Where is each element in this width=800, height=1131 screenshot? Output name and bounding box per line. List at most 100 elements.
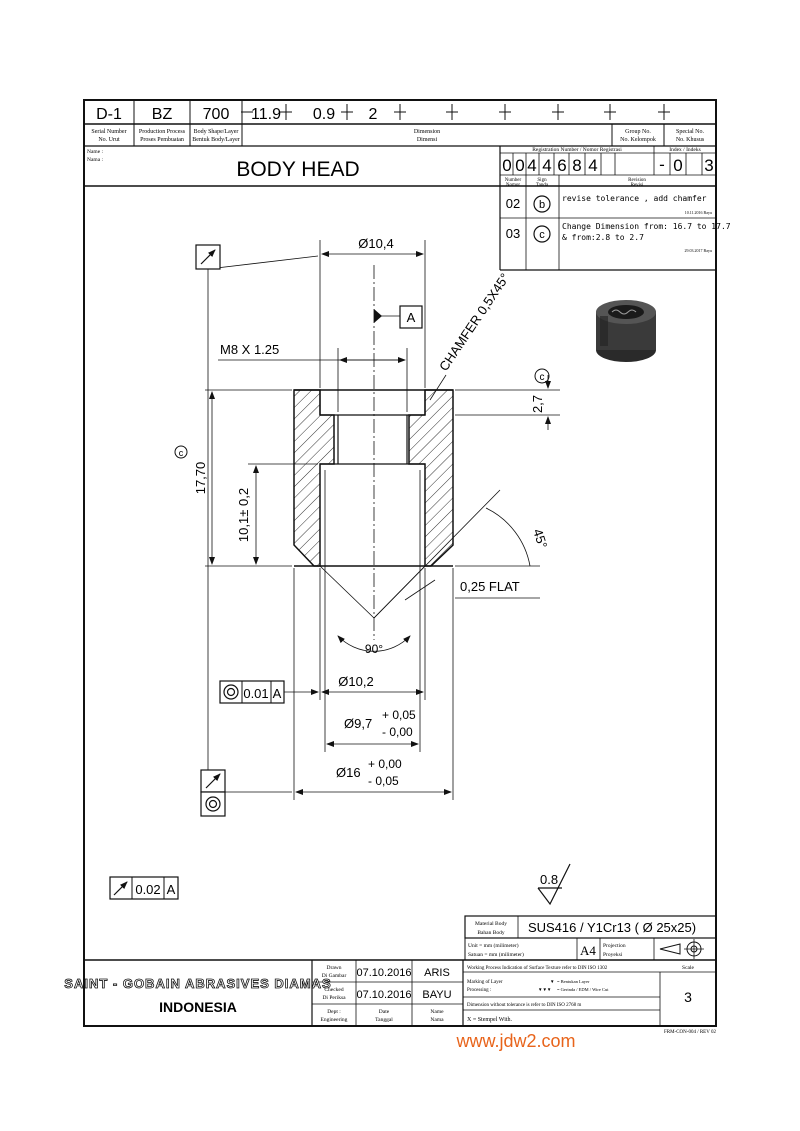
header-cell-dim-2: 0.9 xyxy=(313,106,335,123)
title-block xyxy=(84,915,717,1026)
part-cross-section xyxy=(293,265,501,640)
process-label-id: Proses Pembuatan xyxy=(140,137,184,143)
critical-circle xyxy=(174,445,188,459)
name-label: Name xyxy=(430,1009,444,1015)
runout-symbol-top xyxy=(195,244,221,270)
projection-label: Projection xyxy=(603,943,626,949)
registration-block: Registration Number / Nomor Registrasi I… xyxy=(499,146,731,271)
date-label: Date xyxy=(379,1009,390,1015)
runout-symbol-bottom xyxy=(200,769,226,817)
dim-diameter-16: Ø16 xyxy=(336,765,361,780)
scale-label: Scale xyxy=(682,965,694,971)
number-label: Number xyxy=(505,178,522,183)
revision-text: Change Dimension from: 16.7 to 17.7 xyxy=(562,222,731,231)
marking-value: = Bentukan Layer xyxy=(557,979,590,984)
critical-mark: c xyxy=(540,372,545,383)
runout-frame xyxy=(109,876,179,900)
chamfer-note: CHAMFER 0,5X45° xyxy=(436,271,512,374)
special-label-id: No. Khusus xyxy=(676,137,705,143)
registration-label: Registration Number / Nomor Registrasi xyxy=(532,147,622,153)
checked-label: Checked xyxy=(324,987,343,993)
surface-roughness-symbol xyxy=(537,863,571,906)
index-digit: 0 xyxy=(673,156,682,175)
index-digit: 3 xyxy=(704,156,713,175)
critical-circle xyxy=(534,368,550,384)
marking-label-id: Processing : xyxy=(467,988,491,993)
tolerance-note: Dimension without tolerance is refer to … xyxy=(467,1003,581,1008)
runout-datum: A xyxy=(167,882,176,897)
revision-sign: c xyxy=(539,229,545,241)
dim-total-height: 17,70 xyxy=(193,462,208,495)
unit-label: Unit = mm (milimeter) xyxy=(468,942,519,949)
sign-label: Sign xyxy=(537,178,547,183)
dim-flat: 0,25 FLAT xyxy=(460,579,520,594)
concentricity-value: 0.01 xyxy=(243,686,268,701)
revision-date: 10.11.2016 Bayu xyxy=(685,210,712,215)
dept-value: Engineering xyxy=(321,1017,348,1023)
dim-angle-45: 45° xyxy=(530,527,550,550)
revision-number: 02 xyxy=(506,196,520,211)
paper-size: A4 xyxy=(580,943,596,958)
projection-label-id: Proyeksi xyxy=(603,952,623,958)
header-band: D-1 BZ 700 11.9 0.9 2 Serial Number No. … xyxy=(84,100,731,271)
shape-label-id: Bentuk Body/Layer xyxy=(192,137,240,143)
group-label-id: No. Kelompok xyxy=(620,137,656,143)
scale-value: 3 xyxy=(684,989,692,1005)
process-label: Production Process xyxy=(139,129,186,135)
marking-symbol: ▼▼▼ xyxy=(538,987,551,992)
group-label: Group No. xyxy=(625,129,651,135)
checked-label-id: Di Periksa xyxy=(322,995,346,1001)
marking-label: Marking of Layer xyxy=(467,980,503,985)
stamp-note: X = Stempel With. xyxy=(467,1017,513,1023)
shape-label: Body Shape/Layer xyxy=(194,129,239,135)
revision-text: & from:2.8 to 2.7 xyxy=(562,233,644,242)
dimension-lines xyxy=(205,240,560,800)
dim-angle-90: 90° xyxy=(365,642,383,656)
checked-date: 07.10.2016 xyxy=(356,989,411,1001)
dept-label: Dept : xyxy=(327,1009,341,1015)
tol-diameter-16-minus: - 0,05 xyxy=(368,774,399,788)
revision-text: revise tolerance , add chamfer xyxy=(562,194,707,203)
page-title: BODY HEAD xyxy=(236,158,359,181)
datum-box xyxy=(399,305,423,329)
company-logo-text: SAINT - GOBAIN ABRASIVES DIAMAS xyxy=(64,976,331,991)
watermark-url[interactable]: www.jdw2.com xyxy=(455,1031,575,1051)
index-digit: - xyxy=(659,155,665,174)
material-value: SUS416 / Y1Cr13 ( Ø 25x25) xyxy=(528,920,696,935)
registration-digit: 0 xyxy=(502,156,511,175)
name-label-id: Nama : xyxy=(87,157,104,163)
revision-sign-circle xyxy=(533,195,551,213)
registration-digit: 8 xyxy=(572,156,581,175)
registration-digit: 6 xyxy=(557,156,566,175)
revision-date: 29.03.2017 Bayu xyxy=(685,248,712,253)
header-cell-process: BZ xyxy=(152,106,173,123)
drawn-label: Drawn xyxy=(327,965,342,971)
marking-value: = Gerinda / EDM / Wire Cut xyxy=(557,987,609,992)
checked-name: BAYU xyxy=(422,989,451,1001)
material-label-id: Bahan Body xyxy=(477,930,505,936)
registration-digit: 4 xyxy=(588,156,597,175)
date-label-id: Tanggal xyxy=(375,1017,393,1023)
header-cell-serial: D-1 xyxy=(96,106,122,123)
header-cell-dim-3: 2 xyxy=(369,106,378,123)
concentricity-frame xyxy=(219,680,285,704)
dim-diameter-top: Ø10,4 xyxy=(358,236,393,251)
header-cell-shape: 700 xyxy=(203,106,230,123)
tol-diameter-97-minus: - 0,00 xyxy=(382,725,413,739)
runout-value: 0.02 xyxy=(135,882,160,897)
revision-sign: b xyxy=(539,199,545,211)
tol-diameter-16-plus: + 0,00 xyxy=(368,757,402,771)
dim-diameter-102: Ø10,2 xyxy=(338,674,373,689)
datum-label: A xyxy=(407,310,416,325)
number-label-id: Nomor xyxy=(506,183,521,188)
drawn-label-id: Di Gambar xyxy=(322,973,347,979)
concentricity-datum: A xyxy=(273,686,282,701)
marking-symbol: ▼ xyxy=(550,979,554,984)
dim-diameter-97: Ø9,7 xyxy=(344,716,372,731)
dim-thread: M8 X 1.25 xyxy=(220,342,279,357)
part-3d-thumbnail xyxy=(596,300,656,362)
index-label: Index / Indeks xyxy=(669,147,700,153)
special-label: Special No. xyxy=(676,129,704,135)
sheet-frame xyxy=(83,99,717,1027)
